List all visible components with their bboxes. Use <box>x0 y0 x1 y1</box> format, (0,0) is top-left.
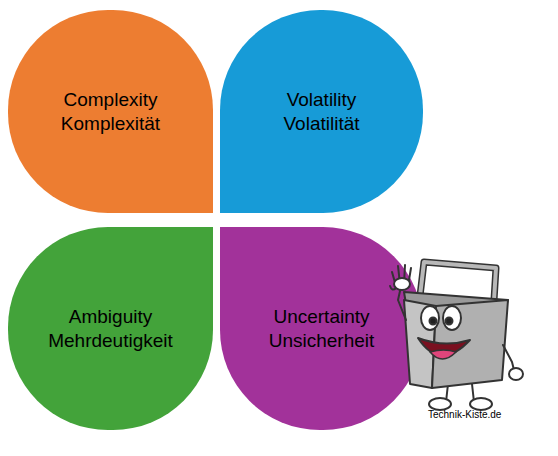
quadrant-petal: ComplexityKomplexität <box>8 10 213 213</box>
quadrant-petal: UncertaintyUnsicherheit <box>220 227 423 430</box>
quadrant-label: Volatilität <box>283 112 359 136</box>
quadrant-petal: AmbiguityMehrdeutigkeit <box>8 227 213 430</box>
petal-shape <box>8 227 213 430</box>
petal-outline <box>8 227 213 430</box>
watermark: Technik-Kiste.de <box>428 409 501 420</box>
quadrant-label: Complexity <box>64 88 158 112</box>
quadrant-label: Mehrdeutigkeit <box>48 329 173 353</box>
quadrant-label: Unsicherheit <box>269 329 375 353</box>
quadrant-label: Ambiguity <box>69 305 152 329</box>
petal-outline <box>8 10 213 213</box>
petal-shape <box>8 10 213 213</box>
petal-shape <box>220 227 423 430</box>
petal-shape <box>220 10 423 213</box>
quadrant-label: Komplexität <box>61 112 160 136</box>
petal-outline <box>220 10 423 213</box>
quadrant-label: Uncertainty <box>273 305 369 329</box>
quadrant-petal: VolatilityVolatilität <box>220 10 423 213</box>
quadrant-label: Volatility <box>287 88 357 112</box>
petal-outline <box>220 227 423 430</box>
